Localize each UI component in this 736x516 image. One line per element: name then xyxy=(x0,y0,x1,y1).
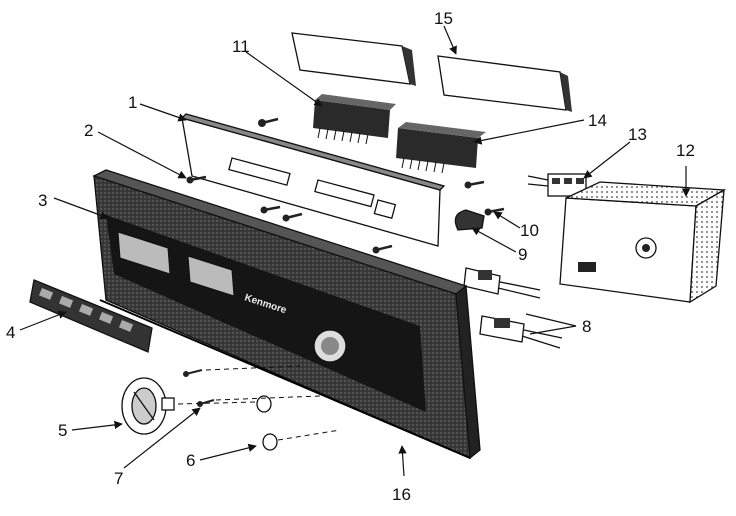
callout-12: 12 xyxy=(676,141,695,160)
callout-4: 4 xyxy=(6,323,15,342)
callout-10: 10 xyxy=(520,221,539,240)
leader-lines xyxy=(19,25,691,477)
callout-7: 7 xyxy=(114,469,123,488)
part-15-plates xyxy=(291,32,572,112)
callout-15: 15 xyxy=(434,9,453,28)
part-11-switch-block xyxy=(313,94,396,145)
callout-6: 6 xyxy=(186,451,195,470)
part-5-knob xyxy=(121,377,175,435)
callout-11: 11 xyxy=(232,37,250,56)
callout-16: 16 xyxy=(392,485,411,504)
callout-1: 1 xyxy=(128,93,137,112)
part-12-timer xyxy=(559,181,727,304)
callout-13: 13 xyxy=(628,125,647,144)
screws xyxy=(183,117,505,407)
callout-14: 14 xyxy=(588,111,607,130)
callout-labels: 1 2 3 4 5 6 7 8 9 10 11 12 13 14 15 16 xyxy=(6,9,695,504)
callout-8: 8 xyxy=(582,317,591,336)
part-9-clip xyxy=(454,209,485,231)
callout-9: 9 xyxy=(518,245,527,264)
part-6-buttons xyxy=(256,395,278,451)
alignment-lines xyxy=(177,365,341,441)
part-8-switches xyxy=(463,267,563,349)
callout-5: 5 xyxy=(58,421,67,440)
part-3-control-panel: Kenmore xyxy=(92,169,481,460)
part-1-mounting-bracket xyxy=(180,113,446,247)
part-14-switch-block xyxy=(396,122,486,174)
callout-3: 3 xyxy=(38,191,47,210)
callout-2: 2 xyxy=(84,121,93,140)
part-4-keypad xyxy=(29,279,153,353)
part-13-connector xyxy=(527,173,587,197)
